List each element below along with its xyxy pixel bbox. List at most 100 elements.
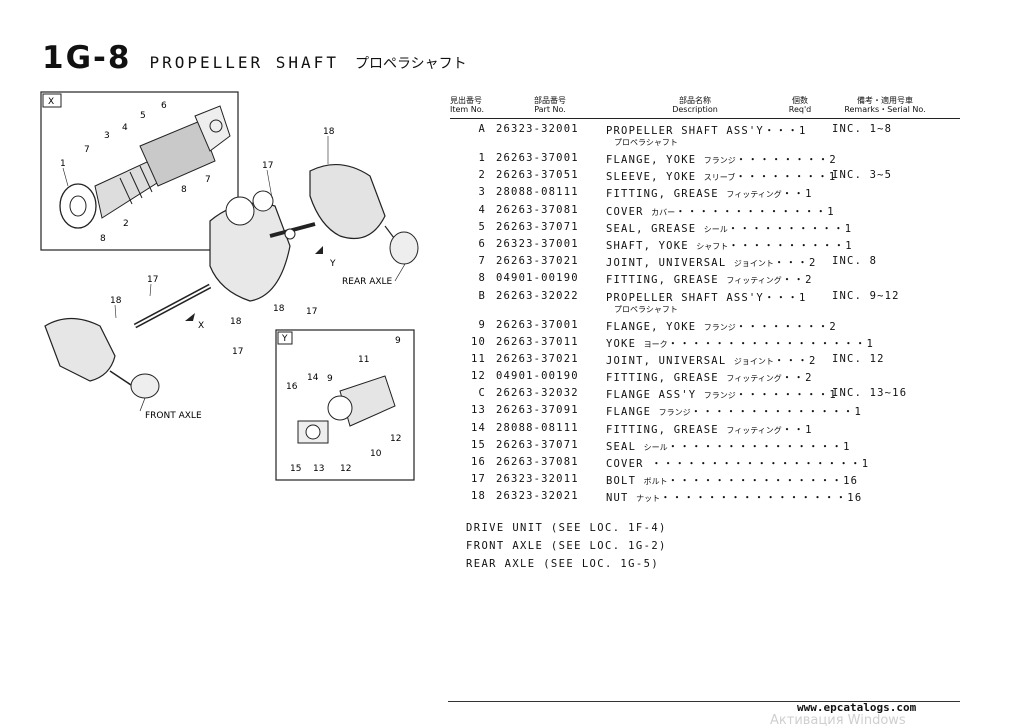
- part-no: 26263-32032: [496, 387, 579, 400]
- svg-text:8: 8: [100, 234, 106, 244]
- section-title: PROPELLER SHAFT: [149, 53, 339, 72]
- part-no: 26263-37011: [496, 335, 579, 348]
- description-jp: スリーブ: [703, 173, 736, 183]
- description-jp: フィッティング: [726, 374, 782, 384]
- inset-y: Y 9 9 10 11 12 12 13 14 15 16: [275, 329, 415, 481]
- qty-leader: ・・・・・・・・2: [735, 154, 837, 166]
- description-jp: ジョイント: [733, 356, 774, 366]
- item-no: 14: [470, 421, 486, 434]
- svg-text:18: 18: [323, 127, 335, 137]
- description-jp: フランジ: [658, 408, 691, 418]
- header-req-jp: 個数: [792, 96, 808, 105]
- front-axle-label: FRONT AXLE: [145, 411, 202, 421]
- description: FITTING, GREASE フィッティング・・1: [606, 186, 813, 201]
- inset-x-label: X: [48, 97, 54, 107]
- item-no: B: [478, 289, 486, 302]
- description-jp: シール: [703, 224, 728, 234]
- header-desc-jp: 部品名称: [679, 96, 711, 105]
- section-code: 1G-8: [42, 40, 132, 76]
- description-jp: シャフト: [696, 241, 729, 251]
- description-text: SEAL: [606, 440, 637, 453]
- description-text: FITTING, GREASE: [606, 423, 719, 436]
- description-text: NUT: [606, 492, 629, 505]
- qty-leader: ・・1: [781, 423, 813, 436]
- description: SHAFT, YOKE シャフト・・・・・・・・・・1: [606, 238, 853, 253]
- svg-text:6: 6: [161, 101, 167, 111]
- description: FLANGE, YOKE フランジ・・・・・・・・2: [606, 152, 837, 167]
- item-no: 1: [478, 152, 486, 164]
- description-text: JOINT, UNIVERSAL: [606, 257, 727, 270]
- part-no: 04901-00190: [496, 370, 579, 383]
- qty-leader: ・・・・・・・・・・・・・・・16: [667, 475, 859, 488]
- svg-text:17: 17: [262, 161, 273, 171]
- description-jp: ヨーク: [643, 339, 668, 349]
- item-no: 2: [478, 169, 486, 182]
- svg-text:2: 2: [123, 219, 129, 229]
- note-rear-axle: REAR AXLE (SEE LOC. 1G-5): [466, 557, 660, 570]
- description: SEAL, GREASE シール・・・・・・・・・・1: [606, 221, 852, 236]
- part-no: 26263-37021: [496, 255, 579, 268]
- header-req: Req'd: [788, 105, 812, 114]
- description-jp: フランジ: [703, 156, 736, 165]
- description-jp: カバー: [651, 207, 676, 217]
- svg-text:17: 17: [147, 275, 158, 285]
- header-desc: Description: [672, 105, 718, 114]
- description: NUT ナット・・・・・・・・・・・・・・・・16: [606, 490, 862, 505]
- svg-text:X: X: [198, 321, 204, 331]
- item-no: C: [478, 387, 486, 400]
- header-part-jp: 部品番号: [534, 96, 566, 105]
- item-no: 13: [470, 404, 486, 417]
- inset-y-label: Y: [281, 334, 288, 344]
- svg-text:1: 1: [60, 159, 66, 169]
- svg-text:7: 7: [205, 175, 211, 185]
- part-no: 26263-37051: [496, 169, 579, 182]
- description: COVER カバー・・・・・・・・・・・・・1: [606, 204, 835, 219]
- description-jp: ジョイント: [733, 259, 774, 269]
- description-text: PROPELLER SHAFT ASS'Y・・・1: [606, 125, 807, 137]
- qty-leader: ・・・2: [773, 257, 817, 270]
- item-no: 7: [478, 255, 486, 268]
- qty-leader: ・・・・・・・・・・・・・・・・・1: [667, 337, 875, 350]
- header-item-jp: 見出番号: [450, 96, 482, 105]
- remarks: INC. 8: [832, 255, 878, 268]
- item-no: 16: [470, 456, 486, 468]
- description-text: FLANGE, YOKE: [606, 320, 697, 333]
- item-no: 5: [478, 220, 486, 233]
- qty-leader: ・・2: [781, 372, 813, 385]
- note-front-axle: FRONT AXLE (SEE LOC. 1G-2): [466, 539, 667, 552]
- site-watermark: www.epcatalogs.com: [797, 701, 917, 714]
- part-no: 26263-37091: [496, 404, 579, 417]
- remarks: INC. 1~8: [832, 123, 893, 135]
- part-no: 26323-32011: [496, 473, 579, 486]
- description: JOINT, UNIVERSAL ジョイント・・・2: [606, 255, 817, 270]
- description: JOINT, UNIVERSAL ジョイント・・・2: [606, 353, 817, 368]
- item-no: 18: [470, 490, 486, 503]
- description-jp: ナット: [636, 494, 661, 504]
- qty-leader: ・・・2: [773, 354, 817, 367]
- svg-text:15: 15: [290, 464, 301, 474]
- svg-text:14: 14: [307, 373, 319, 383]
- part-no: 26263-37001: [496, 152, 579, 164]
- item-no: 10: [470, 335, 486, 348]
- svg-text:17: 17: [232, 347, 243, 357]
- description-text: COVER: [606, 205, 644, 218]
- note-drive-unit: DRIVE UNIT (SEE LOC. 1F-4): [466, 522, 667, 534]
- qty-leader: ・・・・・・・・・・・・・・1: [690, 406, 862, 419]
- qty-leader: ・・2: [781, 274, 813, 287]
- part-no: 26263-32022: [496, 289, 579, 302]
- svg-text:12: 12: [340, 464, 351, 474]
- remarks: INC. 3~5: [832, 169, 893, 182]
- qty-leader: ・・・・・・・・・・1: [728, 239, 853, 252]
